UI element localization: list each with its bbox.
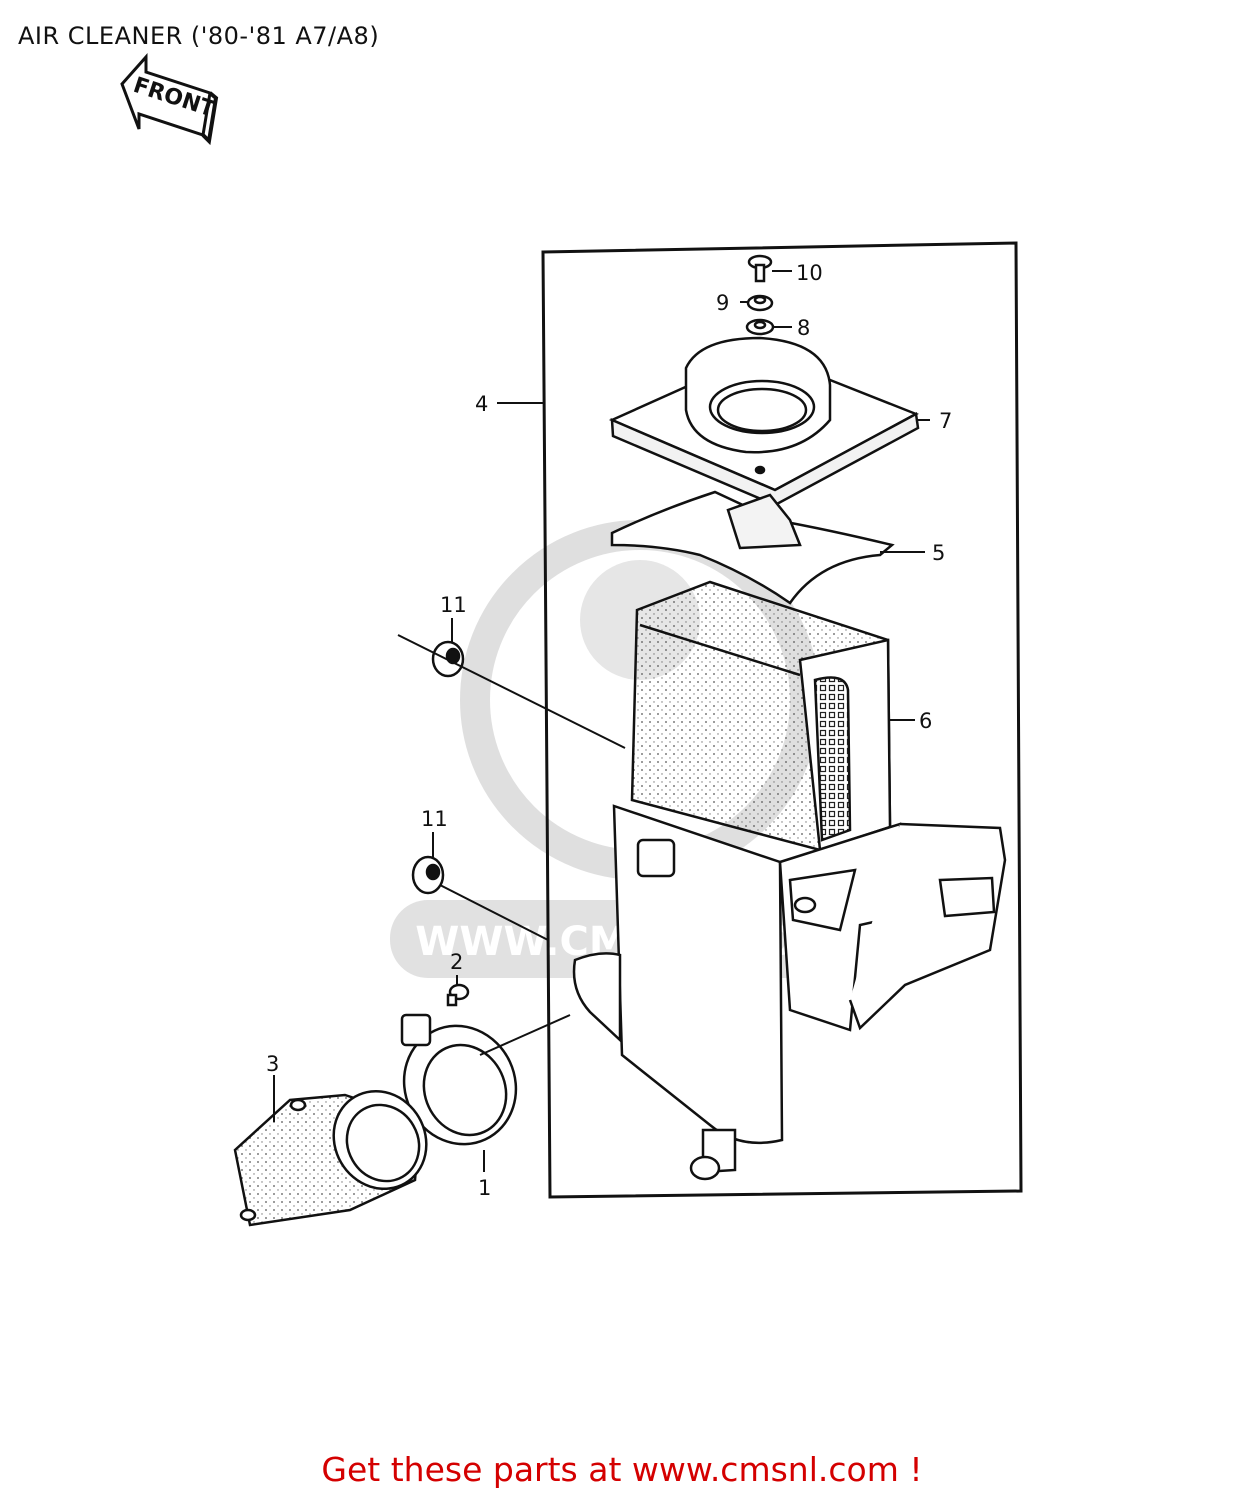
bolt-part-2: [446, 983, 470, 1007]
grommet-part-11-lower: [411, 855, 445, 895]
callout-part-7: 7: [939, 409, 952, 433]
bracket-part-5: [610, 490, 895, 605]
clamp-part-1: [400, 1013, 518, 1146]
callout-part-6: 6: [919, 709, 932, 733]
footer-parts-link[interactable]: Get these parts at www.cmsnl.com !: [321, 1450, 923, 1489]
callout-part-5: 5: [932, 541, 945, 565]
parts-diagram: WWW.CMSNL.COM FRONT: [120, 53, 1023, 1227]
callout-part-8: 8: [797, 316, 810, 340]
callout-labels: 10 9 8 7 5 6 4 11 11 2 3 1: [266, 261, 952, 1200]
callout-part-9: 9: [716, 291, 729, 315]
leader-lines: [273, 270, 930, 1172]
callout-part-11-lower: 11: [421, 807, 448, 831]
callout-part-1: 1: [478, 1176, 491, 1200]
front-arrow: FRONT: [120, 53, 219, 146]
intake-duct-part-3: [233, 1089, 428, 1227]
grommet-part-9: [746, 294, 774, 312]
callout-part-11-upper: 11: [440, 593, 467, 617]
filter-element-part-6: [630, 580, 892, 852]
callout-part-10: 10: [796, 261, 823, 285]
callout-part-3: 3: [266, 1052, 279, 1076]
screw-part-10: [747, 254, 773, 283]
assembly-frame: [541, 241, 1023, 1199]
air-box-case-part-4: [572, 804, 1007, 1181]
callout-part-4: 4: [475, 392, 488, 416]
page-title: AIR CLEANER ('80-'81 A7/A8): [18, 22, 380, 50]
cover-plate-part-7: [608, 336, 920, 507]
callout-part-2: 2: [450, 950, 463, 974]
washer-part-8: [745, 318, 775, 336]
